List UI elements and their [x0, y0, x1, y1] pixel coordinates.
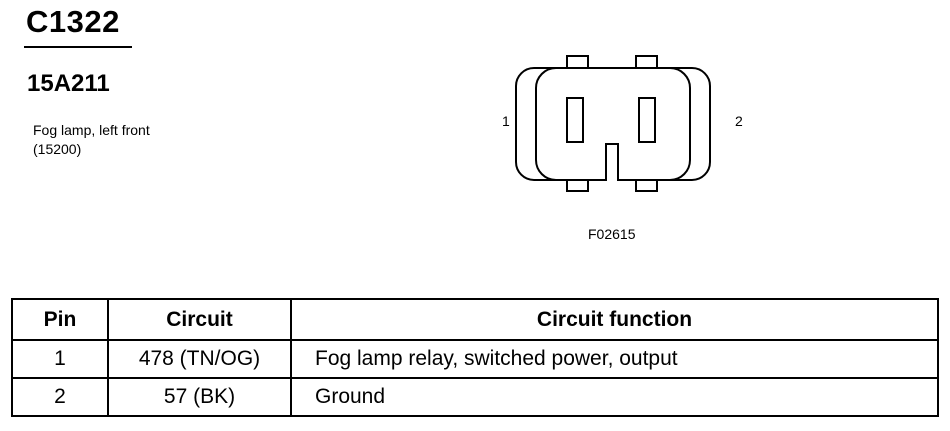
cell-circuit: 478 (TN/OG) [107, 339, 292, 379]
connector-key-rib [605, 143, 619, 181]
header-pin: Pin [11, 298, 109, 341]
connector-description: Fog lamp, left front (15200) [33, 121, 150, 159]
cell-function: Ground [290, 377, 939, 417]
header-circuit: Circuit [107, 298, 292, 341]
connector-id-underline [24, 46, 132, 48]
terminal-cavity-2 [638, 97, 656, 143]
description-line-2: (15200) [33, 141, 82, 157]
figure-code: F02615 [588, 226, 636, 242]
cell-circuit: 57 (BK) [107, 377, 292, 417]
pin-label-2: 2 [735, 113, 743, 129]
table-row: 1 478 (TN/OG) Fog lamp relay, switched p… [11, 339, 939, 379]
cell-pin: 2 [11, 377, 109, 417]
table-header-row: Pin Circuit Circuit function [11, 298, 939, 341]
cell-pin: 1 [11, 339, 109, 379]
pinout-table: Pin Circuit Circuit function 1 478 (TN/O… [11, 298, 939, 417]
header-circuit-function: Circuit function [290, 298, 939, 341]
pin-label-1: 1 [502, 113, 510, 129]
description-line-1: Fog lamp, left front [33, 122, 150, 138]
table-row: 2 57 (BK) Ground [11, 377, 939, 417]
terminal-cavity-1 [566, 97, 584, 143]
connector-face-diagram [515, 55, 711, 192]
part-number: 15A211 [27, 70, 110, 97]
cell-function: Fog lamp relay, switched power, output [290, 339, 939, 379]
connector-id: C1322 [26, 4, 120, 39]
